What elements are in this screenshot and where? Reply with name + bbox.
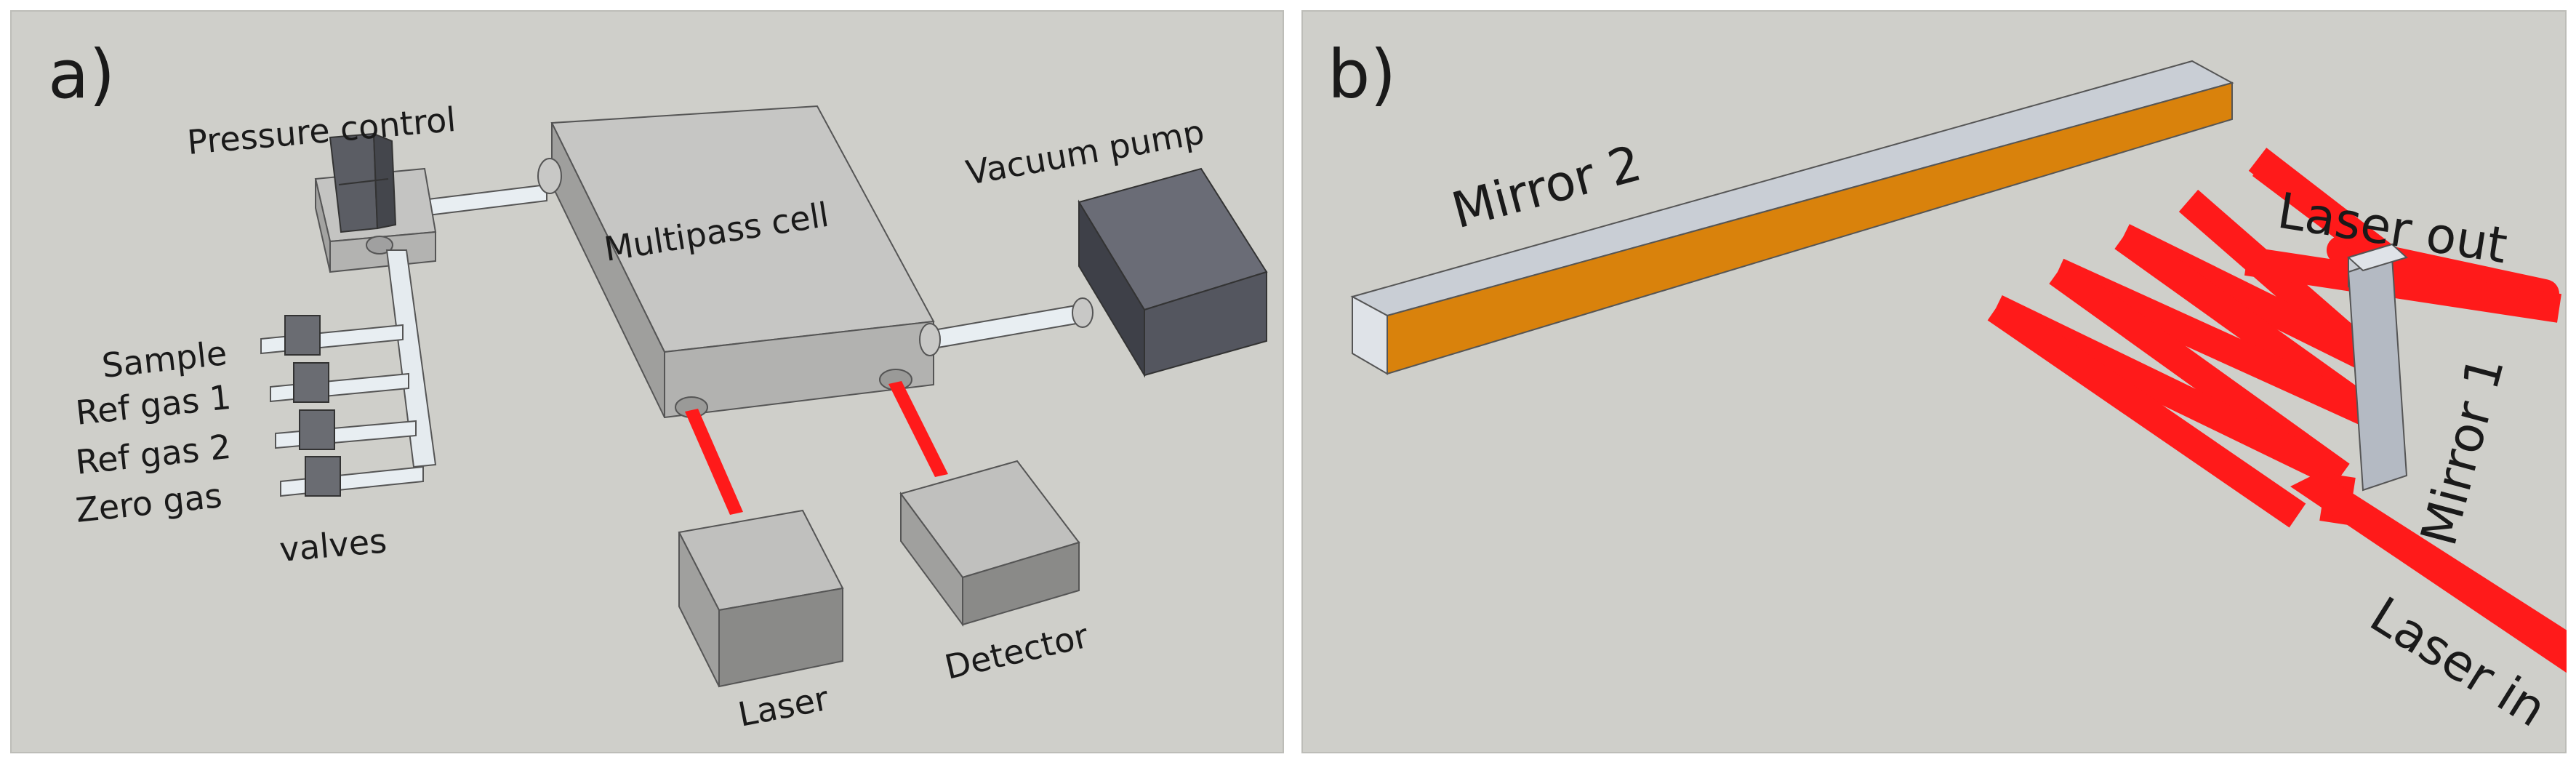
- panel-b-diagram: b) Mirror 2 Laser out Mirror 1 Laser in: [1328, 36, 2567, 739]
- label-detector: Detector: [941, 616, 1092, 687]
- label-valves: valves: [278, 521, 388, 569]
- panel-a-letter: a): [48, 36, 115, 113]
- label-ref-gas-2: Ref gas 2: [74, 427, 233, 482]
- label-pressure-control: Pressure control: [185, 100, 457, 162]
- mirror-2: [1350, 60, 2234, 375]
- gas-manifold: [385, 249, 437, 468]
- mirror-1: [2347, 243, 2408, 492]
- laser-box: [678, 509, 844, 688]
- pressure-control-unit: [314, 132, 437, 273]
- multipass-cell: [550, 105, 935, 419]
- panel-a: a) Pressure control Multipass cell Vacuu…: [10, 10, 1284, 753]
- label-mirror-1: Mirror 1: [2410, 351, 2516, 552]
- pressure-tube: [428, 158, 562, 217]
- detector-box: [899, 460, 1080, 628]
- valve-bodies: [284, 315, 341, 497]
- label-zero-gas: Zero gas: [74, 476, 224, 530]
- panel-b: b) Mirror 2 Laser out Mirror 1 Laser in: [1301, 10, 2567, 753]
- label-laser: Laser: [735, 678, 832, 734]
- laser-beams: [685, 381, 948, 515]
- valve-lines: [260, 324, 424, 497]
- label-sample: Sample: [100, 333, 229, 385]
- vacuum-pump: [1078, 167, 1268, 378]
- panel-a-diagram: a) Pressure control Multipass cell Vacuu…: [48, 36, 1268, 734]
- laser-in-beam: [2290, 472, 2567, 673]
- label-ref-gas-1: Ref gas 1: [74, 377, 233, 433]
- vacuum-tube: [919, 297, 1094, 356]
- panel-b-letter: b): [1328, 36, 1396, 113]
